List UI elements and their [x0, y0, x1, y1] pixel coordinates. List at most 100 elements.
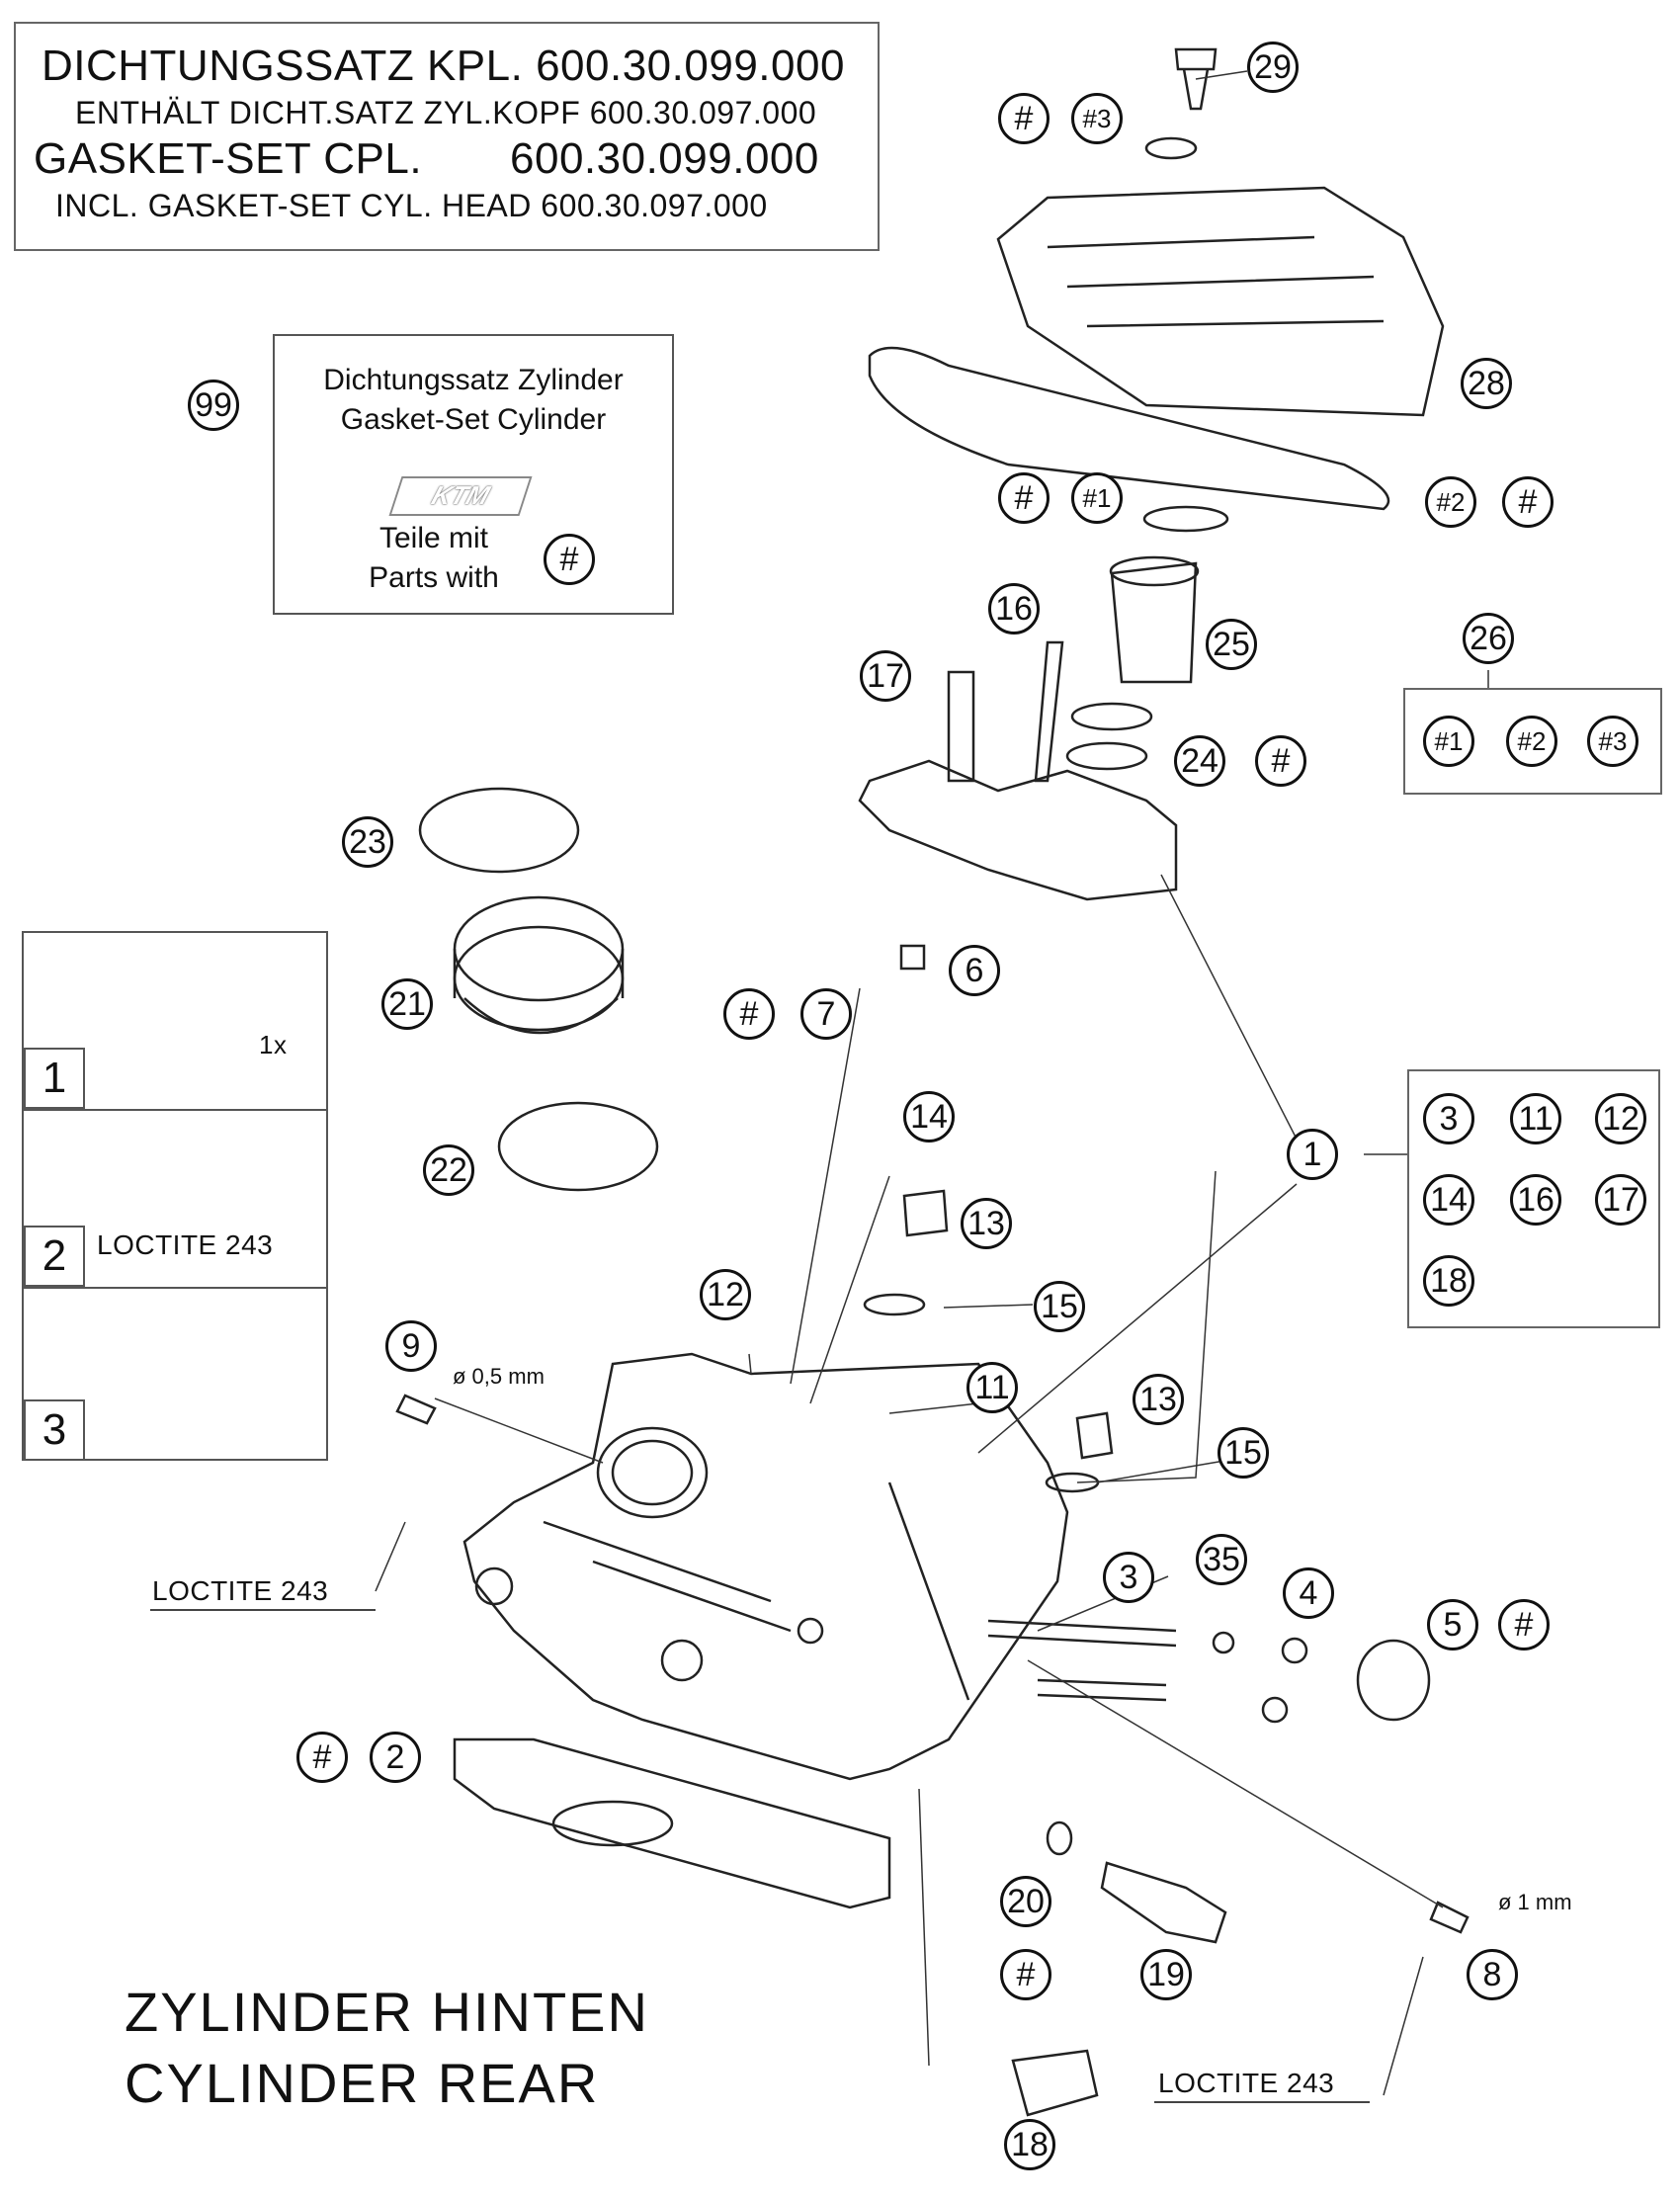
callout-20[interactable]: 20	[1000, 1876, 1051, 1927]
cam-bridge	[858, 759, 1178, 901]
callout-hash2-28: #2	[1425, 476, 1476, 528]
callout-24[interactable]: 24	[1174, 735, 1225, 787]
callout-2[interactable]: 2	[370, 1732, 421, 1783]
dimension-1mm: ø 1 mm	[1498, 1890, 1572, 1914]
title-line-de: ZYLINDER HINTEN	[125, 1981, 649, 2043]
step-1-number: 1	[24, 1048, 85, 1109]
callout-hash1-oring: #1	[1071, 472, 1123, 524]
callout-hash-20: #	[1000, 1949, 1051, 2000]
loctite-label-right: LOCTITE 243	[1158, 2068, 1335, 2098]
valve-cover-gasket	[868, 346, 1390, 511]
oil-cap	[1174, 47, 1218, 111]
callout-hash3-29: #3	[1071, 93, 1123, 144]
group-26-member-1: #1	[1423, 716, 1474, 767]
group-26-box: #1 #2 #3	[1403, 688, 1662, 795]
cylinder-head	[462, 1352, 1069, 1781]
callout-hash-oring: #	[998, 472, 1050, 524]
callout-16[interactable]: 16	[988, 583, 1040, 635]
callout-18[interactable]: 18	[1004, 2119, 1055, 2170]
loctite-right-underline	[1154, 2101, 1370, 2103]
dimension-0-5mm: ø 0,5 mm	[453, 1364, 545, 1389]
callout-11[interactable]: 11	[966, 1362, 1018, 1413]
step-2-number: 2	[24, 1226, 85, 1287]
title-line-en: CYLINDER REAR	[125, 2052, 600, 2114]
callout-hash-28: #	[1502, 476, 1554, 528]
temp-sensor	[1100, 1861, 1227, 1944]
group-1-member-3: 3	[1423, 1093, 1474, 1144]
group-1-member-14: 14	[1423, 1174, 1474, 1226]
header-line-2: ENTHÄLT DICHT.SATZ ZYL.KOPF 600.30.097.0…	[75, 95, 817, 130]
callout-12[interactable]: 12	[700, 1269, 751, 1320]
callout-35[interactable]: 35	[1196, 1534, 1247, 1585]
callout-23[interactable]: 23	[342, 816, 393, 868]
group-1-member-16: 16	[1510, 1174, 1561, 1226]
callout-7[interactable]: 7	[800, 988, 852, 1040]
step-1: 1 1x	[24, 933, 326, 1111]
callout-8[interactable]: 8	[1467, 1949, 1518, 2000]
kit-parts-de: Teile mit	[378, 522, 489, 554]
callout-17[interactable]: 17	[860, 650, 911, 702]
callout-hash-29: #	[998, 93, 1050, 144]
group-1-member-17: 17	[1595, 1174, 1646, 1226]
header-line-1: DICHTUNGSSATZ KPL. 600.30.099.000	[42, 42, 845, 90]
kit-title-en: Gasket-Set Cylinder	[340, 403, 607, 436]
callout-29[interactable]: 29	[1247, 42, 1299, 93]
header-line-4: INCL. GASKET-SET CYL. HEAD 600.30.097.00…	[55, 188, 768, 223]
group-26-member-3: #3	[1587, 716, 1638, 767]
oring-top	[1142, 505, 1229, 533]
kit-parts-en: Parts with	[369, 561, 499, 594]
callout-25[interactable]: 25	[1206, 619, 1257, 670]
group-1-box: 3 11 12 14 16 17 18	[1407, 1069, 1660, 1328]
ktm-logo: KTM	[388, 476, 533, 516]
callout-hash-5: #	[1498, 1599, 1550, 1651]
tube-25	[1110, 561, 1198, 684]
loctite-label-left: LOCTITE 243	[152, 1575, 329, 1606]
step-1-note: 1x	[259, 1030, 288, 1059]
clamp-22	[497, 1101, 659, 1192]
callout-1[interactable]: 1	[1287, 1129, 1338, 1180]
callout-22[interactable]: 22	[423, 1144, 474, 1196]
callout-6[interactable]: 6	[949, 945, 1000, 996]
step-3-number: 3	[24, 1399, 85, 1461]
loctite-left-underline	[150, 1609, 376, 1611]
step-3: 3	[24, 1289, 326, 1463]
callout-28[interactable]: 28	[1461, 358, 1512, 409]
clamp-23	[418, 787, 580, 874]
header-line-3-right: 600.30.099.000	[510, 134, 819, 183]
gasket-set-header: DICHTUNGSSATZ KPL. 600.30.099.000 ENTHÄL…	[14, 22, 880, 251]
plug-18	[1011, 2049, 1099, 2117]
group-26-member-2: #2	[1506, 716, 1557, 767]
callout-14[interactable]: 14	[903, 1091, 955, 1143]
assembly-steps-panel: 1 1x 2 LOCTITE 243 3	[22, 931, 328, 1461]
group-1-member-18: 18	[1423, 1255, 1474, 1307]
diagram-title: ZYLINDER HINTEN CYLINDER REAR	[125, 1977, 649, 2119]
callout-19[interactable]: 19	[1140, 1949, 1192, 2000]
callout-hash-7: #	[723, 988, 775, 1040]
cap-oring	[1144, 136, 1198, 160]
step-2: 2 LOCTITE 243	[24, 1111, 326, 1289]
callout-13-a[interactable]: 13	[961, 1198, 1012, 1249]
intake-boot	[453, 895, 625, 1002]
callout-15-a[interactable]: 15	[1034, 1281, 1085, 1332]
valve-cover	[996, 186, 1445, 417]
header-line-3-left: GASKET-SET CPL.	[34, 134, 423, 183]
callout-15-b[interactable]: 15	[1218, 1427, 1269, 1479]
group-1-member-11: 11	[1510, 1093, 1561, 1144]
callout-26[interactable]: 26	[1463, 613, 1514, 664]
kit-hash-callout: #	[544, 534, 595, 585]
kit-title-de: Dichtungssatz Zylinder	[323, 364, 624, 396]
gasket-set-cylinder-box: Dichtungssatz Zylinder Gasket-Set Cylind…	[273, 334, 674, 615]
callout-5[interactable]: 5	[1427, 1599, 1478, 1651]
callout-9[interactable]: 9	[385, 1320, 437, 1372]
callout-hash-2: #	[296, 1732, 348, 1783]
head-gasket	[453, 1737, 891, 1909]
group-1-member-12: 12	[1595, 1093, 1646, 1144]
callout-4[interactable]: 4	[1283, 1567, 1334, 1619]
callout-13-b[interactable]: 13	[1133, 1374, 1184, 1425]
callout-21[interactable]: 21	[381, 978, 433, 1030]
step-2-note: LOCTITE 243	[97, 1229, 274, 1260]
callout-3[interactable]: 3	[1103, 1552, 1154, 1603]
callout-hash-24: #	[1255, 735, 1306, 787]
callout-99[interactable]: 99	[188, 380, 239, 431]
